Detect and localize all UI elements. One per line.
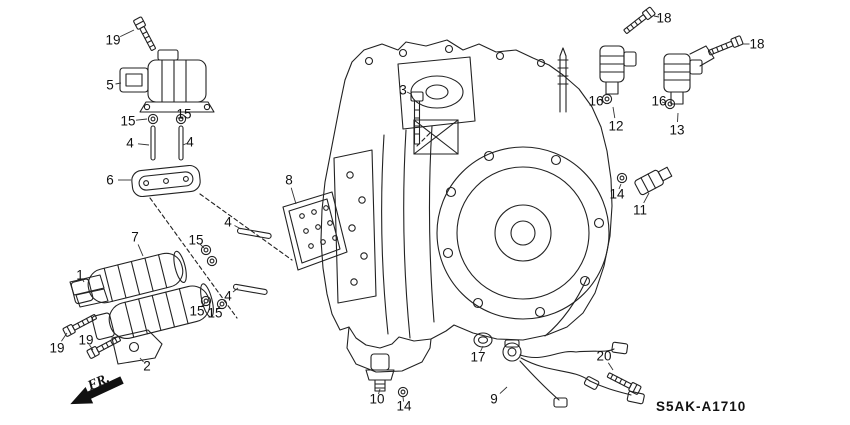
- callout-14: 14: [609, 186, 625, 202]
- callout-4: 4: [126, 135, 134, 151]
- callout-1: 1: [76, 267, 84, 283]
- callout-17: 17: [470, 349, 486, 365]
- callout-19: 19: [105, 32, 121, 48]
- callout-5: 5: [106, 77, 114, 93]
- callout-6: 6: [106, 172, 114, 188]
- callout-16: 16: [651, 93, 667, 109]
- callout-15: 15: [120, 113, 136, 129]
- transmission-case: [320, 39, 613, 373]
- callout-15: 15: [188, 232, 204, 248]
- sensor-11: [634, 166, 673, 196]
- callout-7: 7: [131, 229, 139, 245]
- diagram-code: S5AK-A1710: [656, 399, 747, 414]
- separator-plate-8: [282, 191, 348, 271]
- fr-direction-arrow: [70, 376, 124, 405]
- gasket-6: [131, 164, 201, 198]
- solenoid-5: [119, 49, 215, 113]
- dowel-pins-4: [232, 227, 272, 295]
- callout-14: 14: [396, 398, 412, 414]
- callout-8: 8: [285, 172, 293, 188]
- callout-2: 2: [143, 358, 151, 374]
- callout-18: 18: [656, 10, 672, 26]
- callout-18: 18: [749, 36, 765, 52]
- callout-10: 10: [369, 391, 385, 407]
- bolt-3: [410, 91, 424, 145]
- bracket-1: [69, 274, 109, 308]
- callout-19: 19: [49, 340, 65, 356]
- solenoid-13: [663, 45, 715, 110]
- sensor-10: [365, 353, 395, 392]
- callout-16: 16: [588, 93, 604, 109]
- callout-4: 4: [224, 288, 232, 304]
- callout-15: 15: [207, 305, 223, 321]
- callout-15: 15: [176, 106, 192, 122]
- callout-9: 9: [490, 391, 498, 407]
- callout-4: 4: [186, 134, 194, 150]
- callout-11: 11: [632, 202, 648, 218]
- solenoid-12: [599, 45, 637, 105]
- harness-9: [502, 339, 645, 408]
- callout-3: 3: [399, 82, 407, 98]
- bracket-2: [111, 329, 163, 365]
- pins-and-clips-top: [147, 113, 187, 161]
- callout-12: 12: [608, 118, 624, 134]
- callout-15: 15: [189, 303, 205, 319]
- callout-20: 20: [596, 348, 612, 364]
- callout-13: 13: [669, 122, 685, 138]
- callout-4: 4: [224, 214, 232, 230]
- dual-solenoid-7: [70, 250, 214, 340]
- callout-19: 19: [78, 332, 94, 348]
